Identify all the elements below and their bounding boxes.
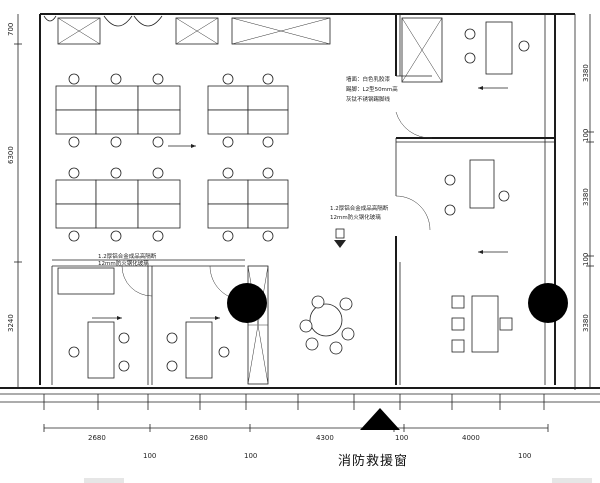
workstation-chairs bbox=[68, 73, 274, 242]
section-arrows bbox=[92, 86, 508, 320]
annotations: 墙面：白色乳胶漆 踢脚：L2型50mm高 灰钛不锈钢踢脚线 1.2厚铝合金成品高… bbox=[98, 75, 398, 267]
right-dim-1: 3380 bbox=[582, 64, 590, 82]
under-dim-3: 100 bbox=[518, 452, 531, 460]
right-dimension-line: 3380 100 3380 100 3380 bbox=[582, 14, 594, 388]
bottom-dim-4: 100 bbox=[395, 434, 408, 442]
bottom-edge-marks bbox=[84, 478, 592, 483]
left-dim-2: 6300 bbox=[7, 146, 15, 164]
bottom-left-office bbox=[57, 267, 130, 379]
column-left bbox=[227, 283, 267, 323]
wall-finish-note-1: 墙面：白色乳胶漆 bbox=[346, 75, 391, 83]
bottom-dim-5: 4000 bbox=[462, 434, 480, 442]
glass-partition-left-note-2: 12mm防火钢化玻璃 bbox=[98, 259, 149, 267]
bottom-dim-3: 4300 bbox=[316, 434, 334, 442]
workstations-right-upper bbox=[207, 85, 289, 135]
left-dimension-line: 700 6300 3240 bbox=[7, 14, 22, 389]
bottom-right-room bbox=[451, 295, 513, 353]
top-window-right bbox=[231, 17, 331, 45]
round-meeting-table bbox=[299, 295, 355, 355]
bottom-middle-office bbox=[166, 321, 230, 379]
top-window-middle bbox=[175, 17, 219, 45]
left-dim-1: 700 bbox=[7, 23, 15, 36]
top-right-room bbox=[401, 17, 530, 83]
wall-finish-note-2: 踢脚：L2型50mm高 bbox=[346, 85, 398, 93]
glass-partition-right-note-2: 12mm防火钢化玻璃 bbox=[330, 213, 381, 221]
bottom-wall-mullions bbox=[43, 394, 545, 410]
top-arches bbox=[43, 15, 163, 27]
bottom-dim-1: 2680 bbox=[88, 434, 106, 442]
under-dim-1: 100 bbox=[143, 452, 156, 460]
bottom-dim-2: 2680 bbox=[190, 434, 208, 442]
under-dim-2: 100 bbox=[244, 452, 257, 460]
right-dim-2: 100 bbox=[582, 129, 590, 142]
bottom-dimension-line: 2680 2680 4300 100 4000 100 100 100 bbox=[43, 424, 549, 460]
glass-partition-right-note-1: 1.2厚铝合金成品高隔断 bbox=[330, 204, 389, 212]
middle-right-room bbox=[444, 159, 510, 216]
right-dim-5: 3380 bbox=[582, 314, 590, 332]
fire-marker-icon bbox=[334, 228, 346, 248]
workstations-left-upper bbox=[55, 85, 181, 135]
workstations-left-lower bbox=[55, 179, 181, 229]
glass-partition-left-note-1: 1.2厚铝合金成品高隔断 bbox=[98, 252, 157, 260]
wall-finish-note-3: 灰钛不锈钢踢脚线 bbox=[346, 95, 391, 103]
right-dim-4: 100 bbox=[582, 253, 590, 266]
right-dim-3: 3380 bbox=[582, 188, 590, 206]
top-window-left bbox=[57, 17, 101, 45]
fire-rescue-window-label: 消防救援窗 bbox=[338, 453, 408, 469]
right-wall-detail bbox=[544, 14, 556, 385]
workstations-right-lower bbox=[207, 179, 289, 229]
fire-rescue-triangle-icon bbox=[360, 408, 400, 430]
left-dim-3: 3240 bbox=[7, 314, 15, 332]
column-right bbox=[528, 283, 568, 323]
